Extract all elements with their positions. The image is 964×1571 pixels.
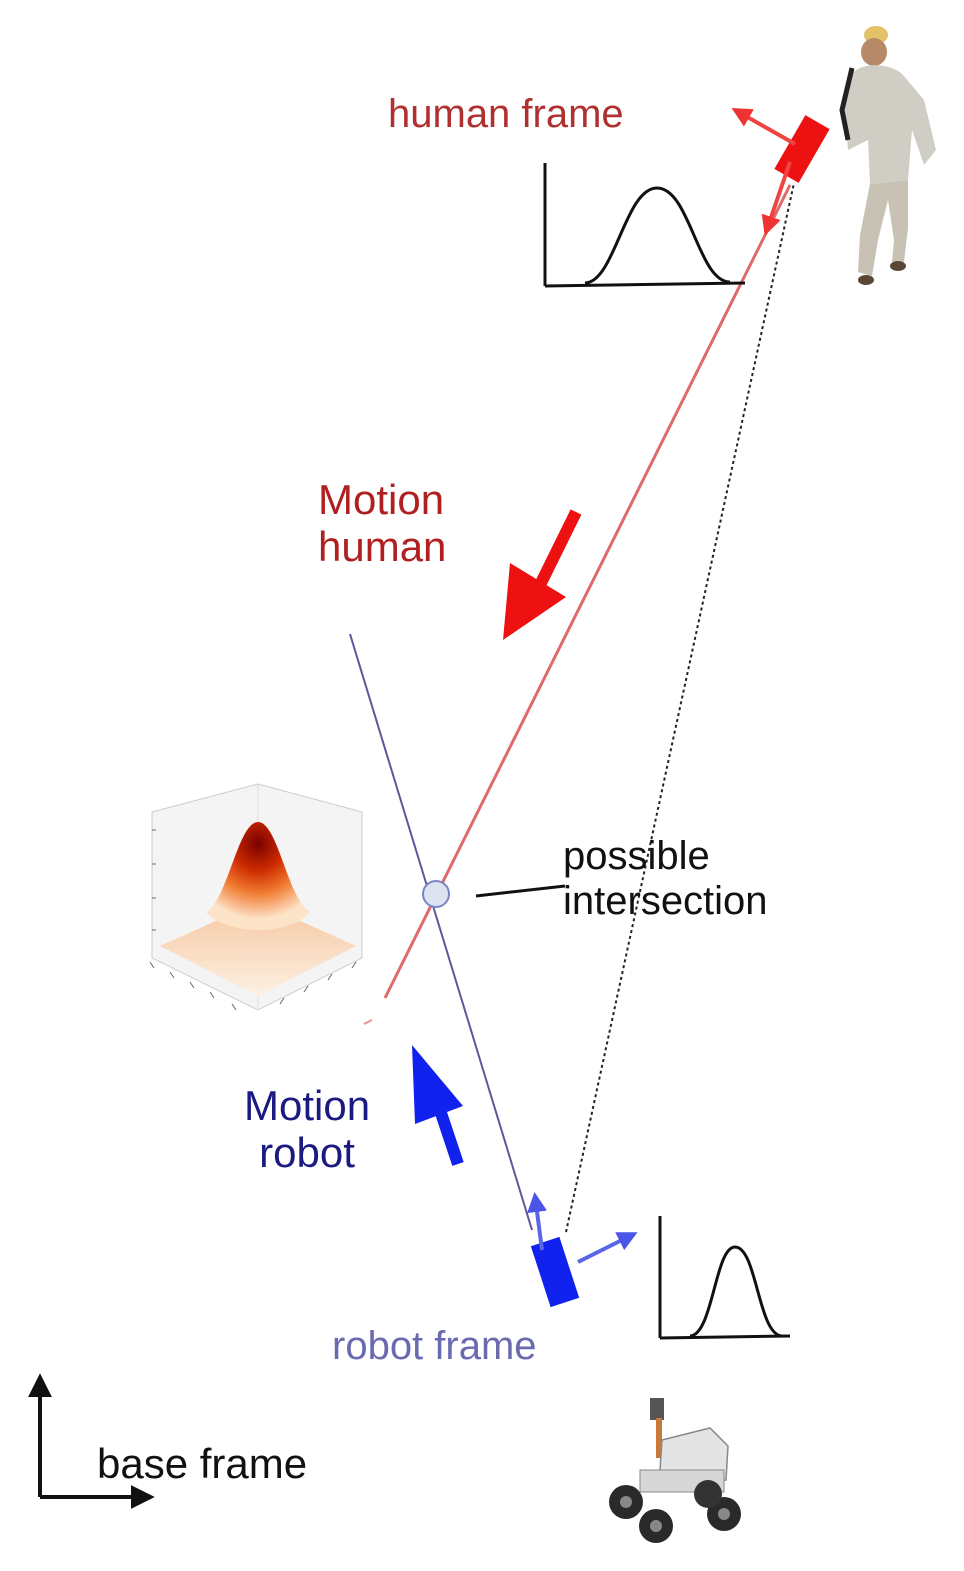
robot-trajectory-line: [349, 633, 533, 1231]
possible-intersection-line1: possible: [563, 834, 710, 878]
human-trajectory-line: [383, 184, 792, 999]
human-frame-label: human frame: [388, 92, 624, 137]
robot-motion-arrow: [412, 1045, 464, 1166]
human-trajectory-end-tick: [363, 1019, 373, 1025]
motion-human-label: Motion human: [318, 476, 446, 570]
intersection-pointer-line: [475, 884, 566, 898]
base-frame-axes: [28, 1373, 155, 1509]
robot-frame-text: robot frame: [332, 1324, 537, 1368]
motion-robot-label: Motion robot: [244, 1082, 370, 1176]
base-frame-label: base frame: [97, 1440, 307, 1487]
walking-person-icon: [839, 26, 936, 285]
human-motion-arrow: [503, 509, 582, 640]
robot-human-connection-line: [565, 182, 795, 1233]
robot-frame-marker: [527, 1192, 638, 1308]
gaussian-surface-plot: [149, 783, 363, 1011]
possible-intersection-label: possible intersection: [563, 834, 768, 924]
motion-robot-line1: Motion: [244, 1082, 371, 1129]
motion-human-line1: Motion: [318, 476, 445, 523]
motion-human-line2: human: [318, 523, 447, 571]
robot-frame-label: robot frame: [332, 1324, 537, 1369]
human-frame-marker: [731, 108, 830, 236]
mobile-robot-icon: [609, 1398, 741, 1543]
motion-robot-line2: robot: [259, 1129, 355, 1177]
human-distribution-plot: [543, 163, 746, 288]
base-frame-text: base frame: [97, 1440, 308, 1487]
human-frame-text: human frame: [388, 92, 624, 136]
robot-distribution-plot: [658, 1216, 791, 1340]
intersection-marker: [422, 880, 450, 908]
possible-intersection-line2: intersection: [563, 878, 768, 923]
